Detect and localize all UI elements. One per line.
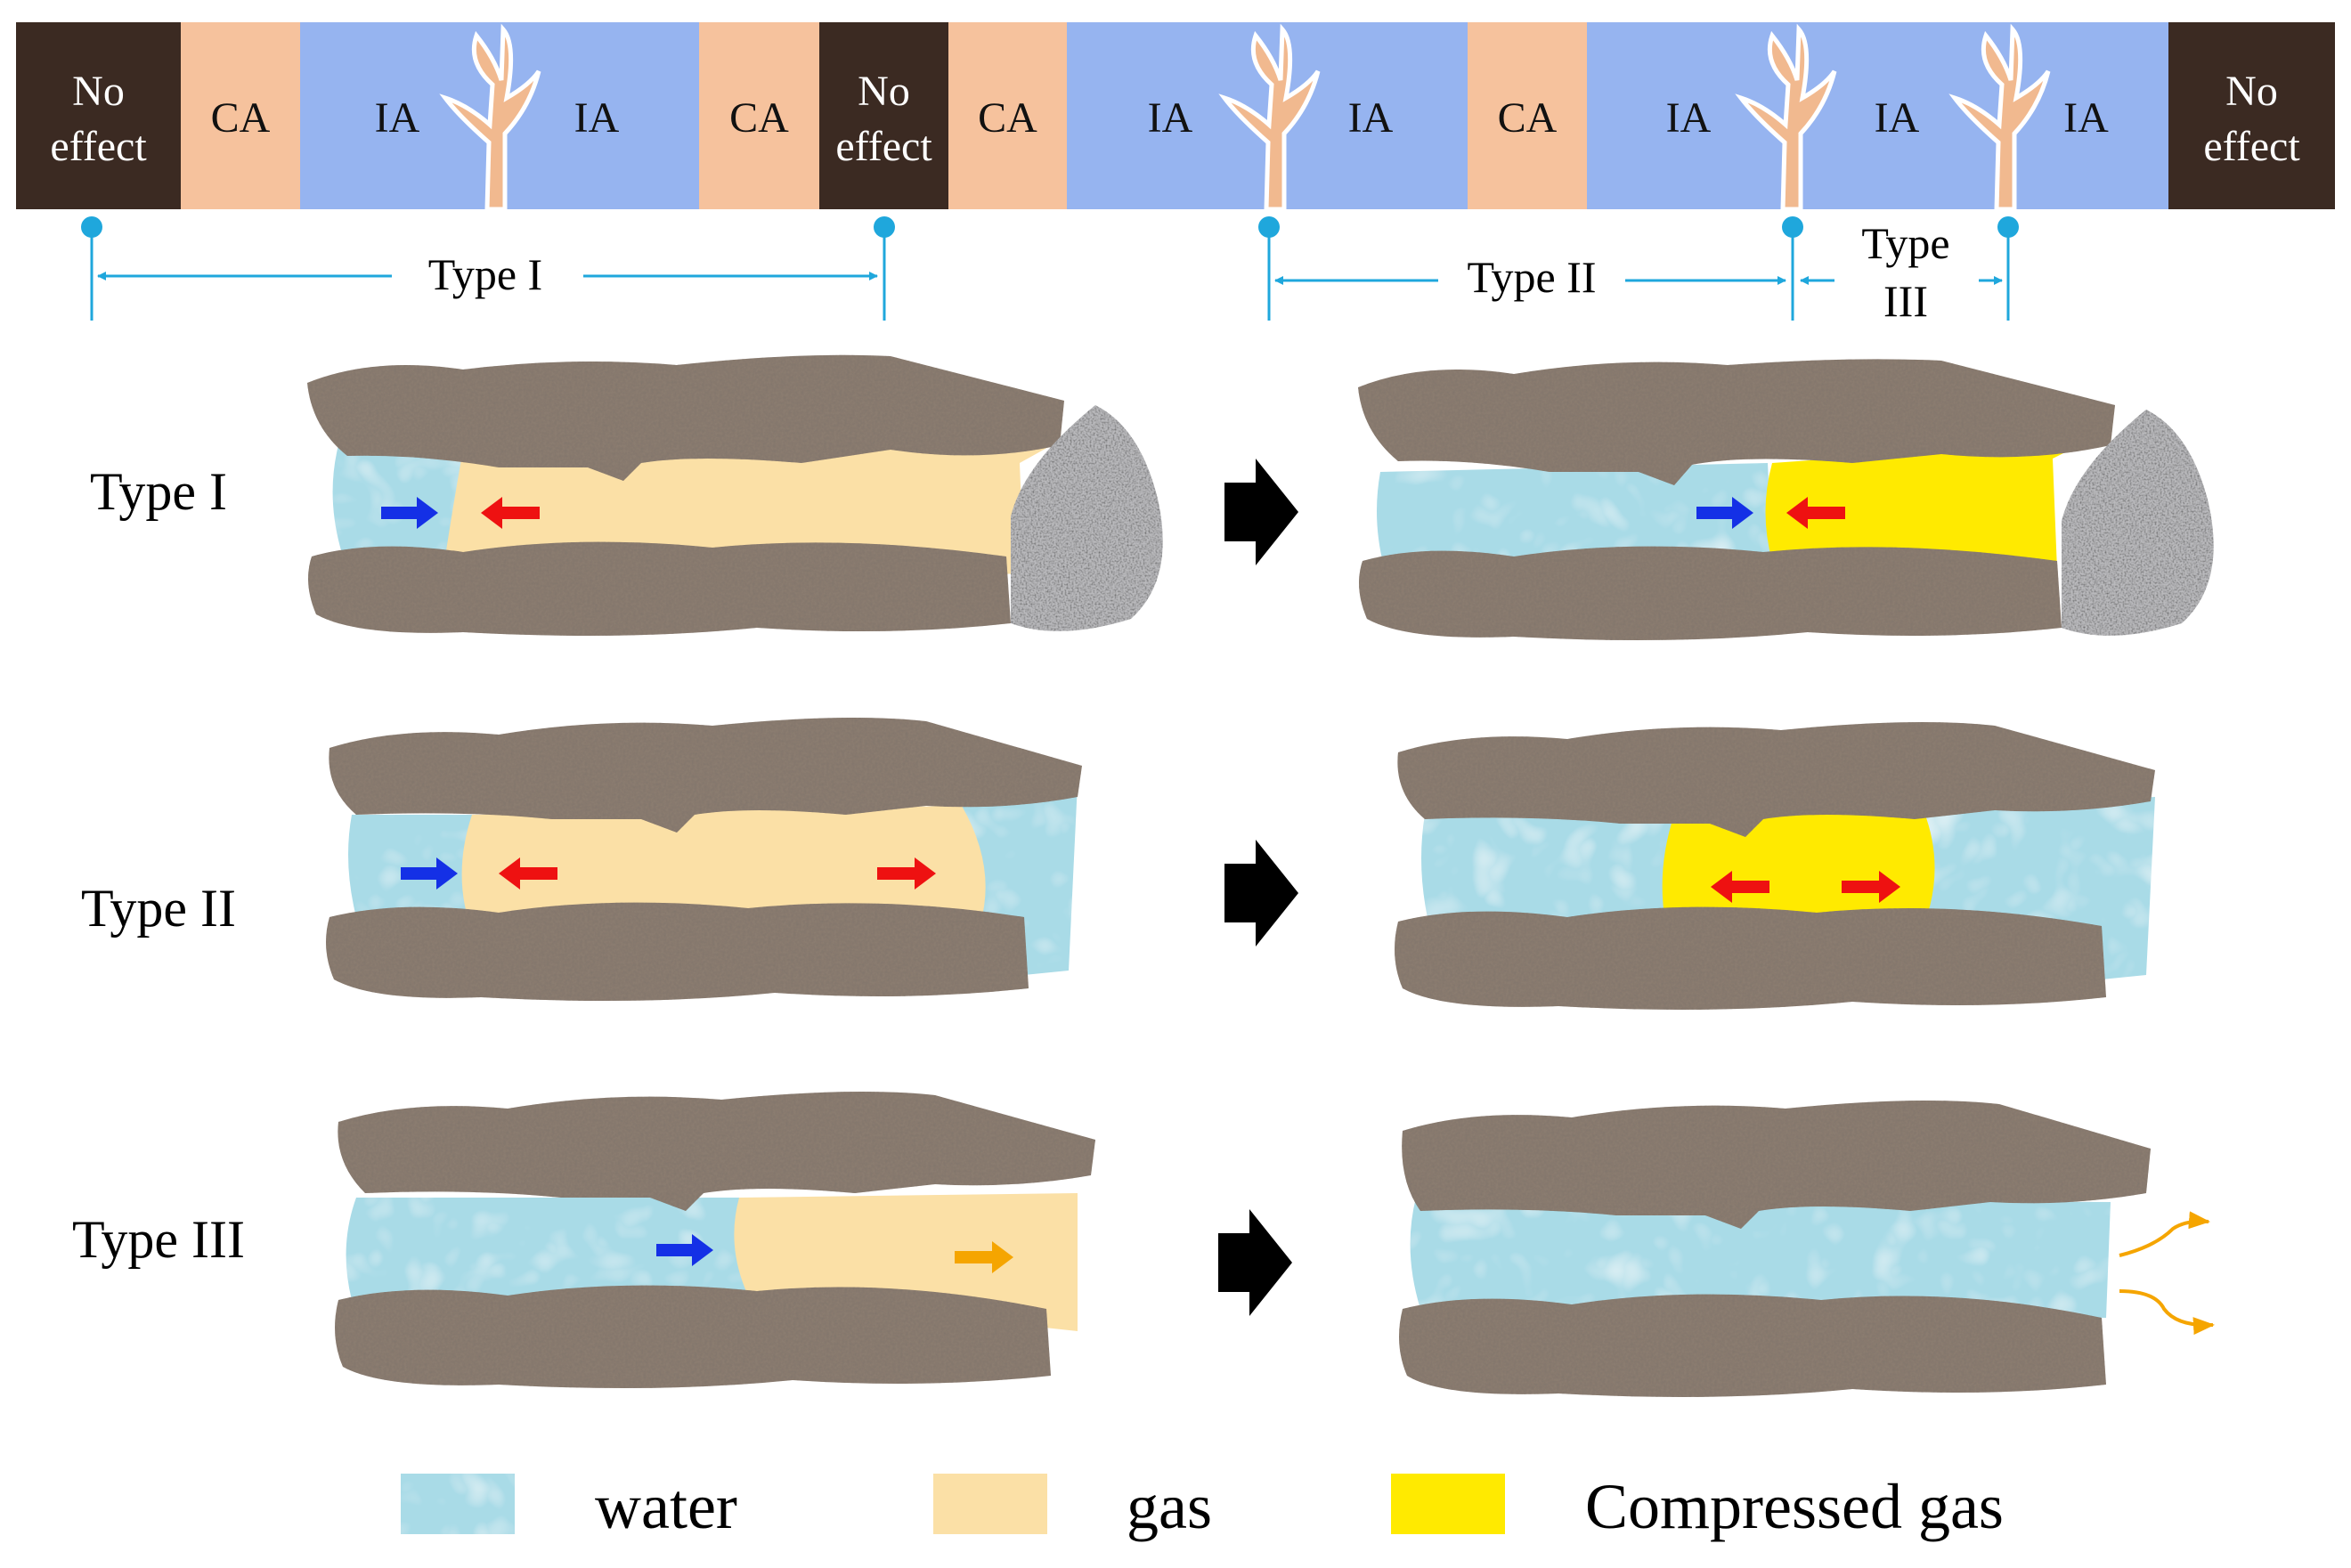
- gray-rock: [1011, 405, 1163, 631]
- rock-bottom: [1399, 1294, 2106, 1397]
- escape-arrow-lower-icon: [2119, 1289, 2215, 1336]
- range-dots: [81, 216, 2019, 238]
- arrow-red-left-icon: [481, 497, 540, 529]
- range-label-type3-line1: Type: [1861, 218, 1949, 268]
- water-region: [346, 1198, 748, 1300]
- zone-label: IA: [2063, 94, 2109, 142]
- legend-gas-swatch: [933, 1474, 1047, 1534]
- gray-rock: [2062, 410, 2214, 636]
- arrow-red-right-icon: [877, 857, 936, 890]
- zone-label: No: [72, 68, 125, 115]
- arrow-blue-icon: [656, 1234, 713, 1266]
- rock-top: [338, 1092, 1095, 1211]
- transition-arrow-icon: [1224, 459, 1298, 565]
- transition-arrows: [1218, 459, 1298, 1316]
- zone-label: CA: [1498, 94, 1558, 142]
- root-icon: [1948, 23, 2051, 212]
- row-label-type2: Type II: [81, 879, 236, 938]
- zone-label: CA: [211, 94, 271, 142]
- compressed-gas-region: [1765, 441, 2088, 570]
- zone-ca: [1468, 22, 1587, 209]
- range-indicators: [90, 223, 2010, 321]
- water-region: [1410, 1198, 2111, 1318]
- panel-type1-after: [1358, 359, 2214, 640]
- panel-type3-after: [1399, 1101, 2215, 1397]
- arrow-blue-icon: [1696, 497, 1753, 529]
- rock-bottom: [335, 1285, 1051, 1388]
- zone-label: IA: [1875, 94, 1920, 142]
- rock-bottom: [1395, 906, 2106, 1010]
- zone-ia: [1273, 22, 1468, 209]
- escape-arrow-upper-icon: [2119, 1211, 2210, 1257]
- zone-label: No: [2225, 68, 2278, 115]
- zone-label: IA: [574, 94, 620, 142]
- row-label-type3: Type III: [72, 1210, 245, 1269]
- zone-ia: [494, 22, 699, 209]
- zone-label: effect: [2203, 123, 2300, 170]
- zone-none: [819, 22, 948, 209]
- zone-ca: [699, 22, 819, 209]
- zone-ca: [181, 22, 300, 209]
- rock-bottom: [308, 541, 1011, 636]
- zone-ca: [948, 22, 1067, 209]
- zone-none: [16, 22, 181, 209]
- water-region-left: [1421, 815, 1674, 926]
- root-icon: [1735, 23, 1837, 212]
- root-icon: [1218, 23, 1321, 212]
- zone-label: effect: [835, 123, 932, 170]
- legend: water gas Compressed gas: [401, 1471, 2004, 1542]
- arrow-red-left-icon: [1711, 871, 1769, 903]
- legend-compressed-gas-swatch: [1391, 1474, 1505, 1534]
- zone-label: IA: [1666, 94, 1712, 142]
- legend-water-label: water: [595, 1471, 737, 1542]
- root-icon: [439, 23, 541, 212]
- zone-label: CA: [729, 94, 789, 142]
- zone-label: IA: [1348, 94, 1394, 142]
- rock-top: [1358, 359, 2115, 485]
- arrow-red-left-icon: [1786, 497, 1845, 529]
- legend-gas-label: gas: [1127, 1471, 1212, 1542]
- transition-arrow-icon: [1224, 840, 1298, 946]
- legend-water-swatch: [401, 1474, 515, 1534]
- water-region-left: [348, 815, 472, 917]
- rock-top: [307, 354, 1064, 481]
- zone-label: effect: [50, 123, 147, 170]
- panel-type2-before: [326, 718, 1082, 1001]
- range-label-type2: Type II: [1467, 252, 1596, 302]
- water-region: [1377, 463, 1772, 570]
- range-label-type3-line2: III: [1883, 276, 1928, 326]
- rock-top: [1402, 1101, 2151, 1229]
- zone-label: No: [858, 68, 910, 115]
- panel-type1-before: [307, 354, 1163, 636]
- gas-region: [445, 441, 1060, 574]
- arrow-orange-icon: [955, 1241, 1013, 1273]
- arrow-blue-icon: [381, 497, 438, 529]
- zone-label: CA: [978, 94, 1037, 142]
- panel-type3-before: [335, 1092, 1095, 1388]
- range-label-type1: Type I: [428, 249, 542, 299]
- legend-compressed-gas-label: Compressed gas: [1585, 1471, 2004, 1542]
- arrow-blue-icon: [401, 857, 458, 890]
- row-label-type1: Type I: [90, 462, 227, 521]
- rock-top: [1397, 722, 2155, 837]
- panel-type2-after: [1395, 722, 2155, 1010]
- rock-bottom: [326, 902, 1029, 1001]
- zone-none: [2168, 22, 2335, 209]
- zone-band: No effect CA IA IA CA No effect CA IA IA CA IA IA IA No…: [16, 22, 2335, 212]
- rock-top: [329, 718, 1082, 833]
- water-region: [332, 445, 463, 561]
- rock-bottom: [1359, 546, 2062, 640]
- gas-region: [461, 806, 986, 926]
- transition-arrow-icon: [1218, 1209, 1292, 1316]
- zone-label: IA: [1148, 94, 1193, 142]
- arrow-red-left-icon: [499, 857, 557, 890]
- zone-label: IA: [375, 94, 420, 142]
- arrow-red-right-icon: [1842, 871, 1900, 903]
